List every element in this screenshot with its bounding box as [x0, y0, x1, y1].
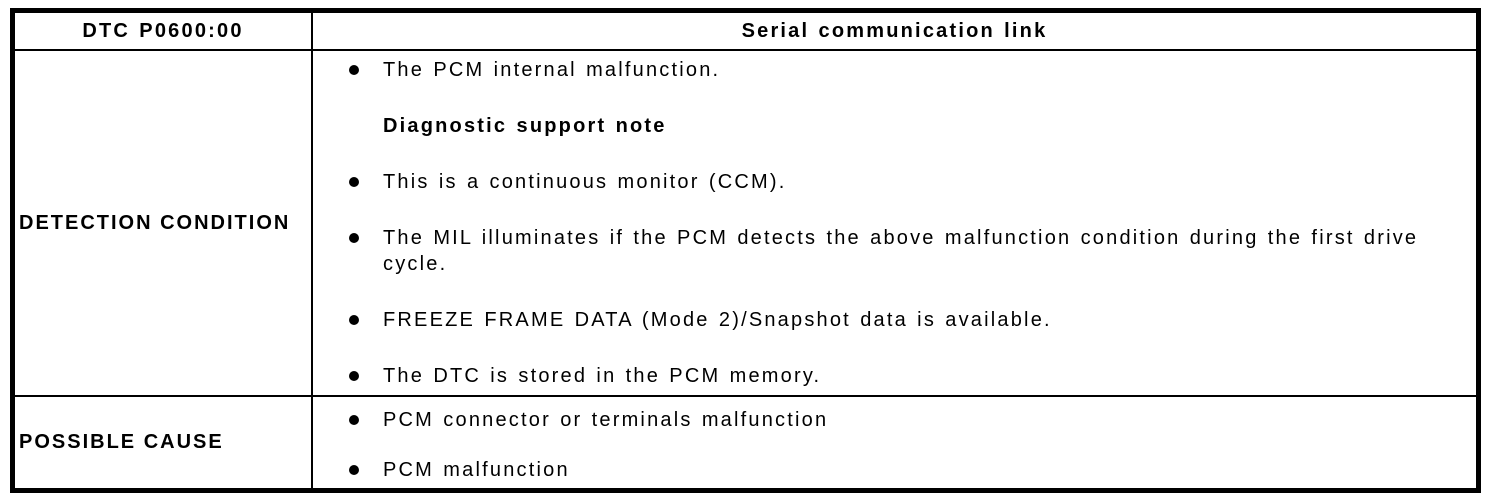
detection-condition-label: DETECTION CONDITION: [19, 211, 291, 234]
list-item-text: The DTC is stored in the PCM memory.: [383, 365, 822, 387]
list-item: The PCM internal malfunction.: [349, 57, 1456, 83]
bullet-icon: [349, 225, 383, 277]
dtc-code-header-cell: DTC P0600:00: [15, 13, 313, 51]
dtc-title-label: Serial communication link: [741, 19, 1048, 42]
list-item: PCM malfunction: [349, 457, 1456, 483]
list-item: The MIL illuminates if the PCM detects t…: [349, 225, 1456, 277]
list-item: The DTC is stored in the PCM memory.: [349, 363, 1456, 389]
detection-condition-label-cell: DETECTION CONDITION: [15, 51, 313, 397]
bullet-icon: [349, 169, 383, 195]
dtc-title-header-cell: Serial communication link: [313, 13, 1476, 51]
dtc-table: DTC P0600:00 Serial communication link D…: [10, 8, 1481, 493]
list-item-text: This is a continuous monitor (CCM).: [383, 171, 787, 193]
list-item-text: The MIL illuminates if the PCM detects t…: [383, 227, 1419, 275]
bullet-icon: [349, 57, 383, 83]
detection-condition-content-cell: The PCM internal malfunction. Diagnostic…: [313, 51, 1476, 397]
bullet-icon: [349, 307, 383, 333]
list-item-text: The PCM internal malfunction.: [383, 59, 721, 81]
dtc-code-label: DTC P0600:00: [82, 19, 244, 42]
bullet-icon: [349, 363, 383, 389]
list-item-text: PCM malfunction: [383, 459, 570, 481]
possible-cause-content-cell: PCM connector or terminals malfunction P…: [313, 397, 1476, 488]
list-item-text: PCM connector or terminals malfunction: [383, 409, 829, 431]
possible-cause-label-cell: POSSIBLE CAUSE: [15, 397, 313, 488]
list-item: This is a continuous monitor (CCM).: [349, 169, 1456, 195]
bullet-icon: [349, 457, 383, 483]
list-item: FREEZE FRAME DATA (Mode 2)/Snapshot data…: [349, 307, 1456, 333]
diagnostic-support-note-heading: Diagnostic support note: [383, 115, 667, 137]
possible-cause-label: POSSIBLE CAUSE: [19, 431, 224, 453]
bullet-icon: [349, 407, 383, 433]
list-item: PCM connector or terminals malfunction: [349, 407, 1456, 433]
list-item-text: FREEZE FRAME DATA (Mode 2)/Snapshot data…: [383, 309, 1052, 331]
